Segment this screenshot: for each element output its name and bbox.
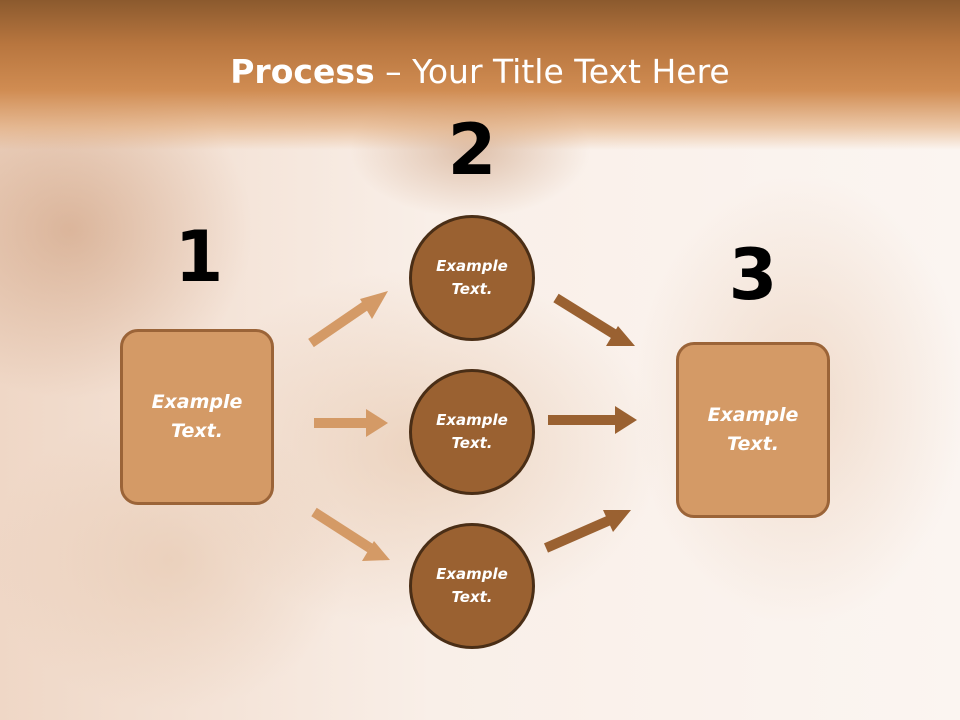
- step-3-box: Example Text.: [676, 342, 830, 518]
- step-2-circle-top: Example Text.: [409, 215, 535, 341]
- arrow-left-down: [311, 507, 390, 561]
- step-number-1: 1: [174, 216, 224, 298]
- arrow-left-mid: [314, 409, 388, 437]
- title-rest: – Your Title Text Here: [374, 52, 730, 91]
- arrow-left-up: [308, 291, 388, 348]
- step-number-3: 3: [728, 234, 778, 316]
- circle-middle-text: Example Text.: [436, 411, 508, 452]
- title-bold: Process: [230, 52, 375, 91]
- step-1-box: Example Text.: [120, 329, 274, 505]
- step-2-circle-bottom: Example Text.: [409, 523, 535, 649]
- circle-top-text: Example Text.: [436, 257, 508, 298]
- step-3-text: Example Text.: [707, 404, 799, 455]
- arrow-right-down: [553, 293, 635, 346]
- arrow-right-up: [543, 510, 631, 553]
- step-number-2: 2: [447, 109, 497, 191]
- step-1-text: Example Text.: [151, 391, 243, 442]
- slide-title: Process – Your Title Text Here: [0, 52, 960, 91]
- circle-bottom-text: Example Text.: [436, 565, 508, 606]
- header-band: [0, 0, 960, 150]
- arrow-right-mid: [548, 406, 637, 434]
- step-2-circle-middle: Example Text.: [409, 369, 535, 495]
